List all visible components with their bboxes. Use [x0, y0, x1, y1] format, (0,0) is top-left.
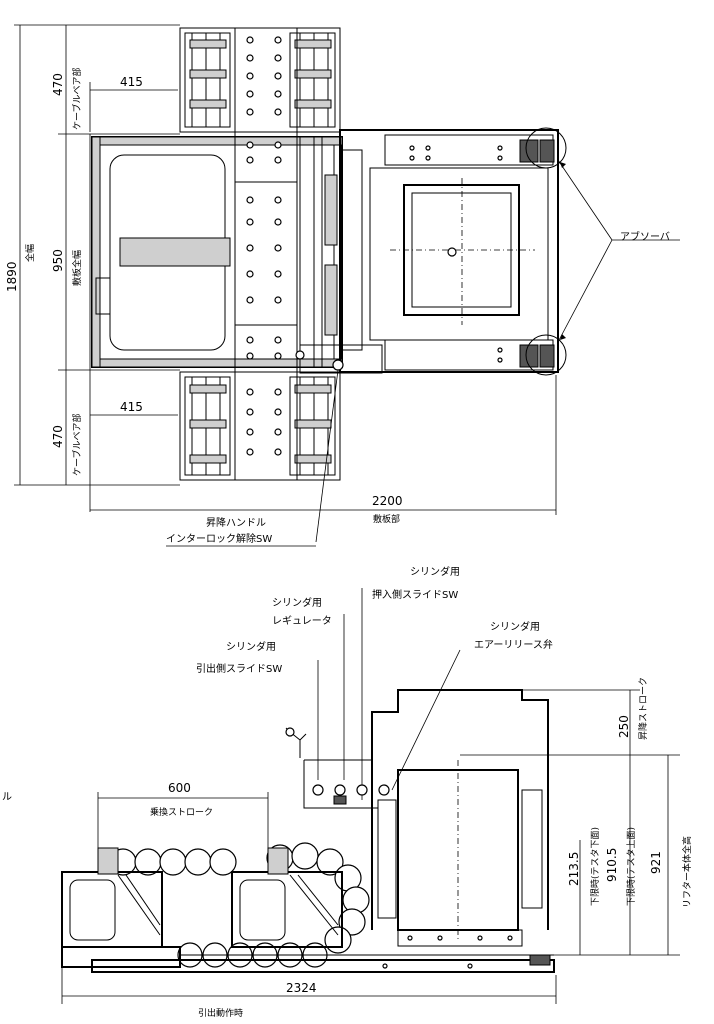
carriage-left [61, 847, 163, 948]
label-lift-stroke: 昇降ストローク [637, 677, 649, 740]
dim-213-5: 213.5 [567, 852, 581, 886]
dim-470-upper: 470 [51, 73, 65, 96]
bolt-holes [246, 36, 282, 456]
cylinder-leaders [317, 588, 461, 800]
dim-250: 250 [617, 715, 631, 738]
dim-2200-line [90, 375, 557, 515]
label-cyl-reg-1: シリンダ用 [272, 596, 322, 609]
label-move-stroke: 乗換ストローク [150, 806, 213, 818]
dim-921: 921 [649, 851, 663, 874]
side-view: シリンダ用 押入側スライドSW シリンダ用 レギュレータ シリンダ用 エアーリリ… [2, 565, 693, 1019]
label-cable-bear-lower: ケーブルベア部 [71, 414, 83, 476]
handle-leader [166, 369, 339, 547]
label-cyl-reg-2: レギュレータ [272, 615, 332, 627]
dim-600: 600 [168, 781, 191, 795]
label-cyl-push-2: 押入側スライドSW [372, 588, 458, 601]
label-cyl-pull-2: 引出側スライドSW [196, 662, 282, 675]
label-lower-limit-up: 下限時(テスタ上面) [626, 827, 637, 906]
dim-1890: 1890 [5, 261, 19, 292]
label-cable-bear-upper: ケーブルベア部 [71, 68, 83, 130]
label-total-width: 全幅 [24, 244, 36, 262]
rail-columns [299, 136, 363, 368]
dim-415-lower: 415 [120, 400, 143, 414]
label-interlock: インターロック解除SW [166, 532, 272, 545]
label-cyl-push-1: シリンダ用 [410, 565, 460, 578]
base-frame [91, 136, 343, 368]
label-cyl-air-1: シリンダ用 [490, 620, 540, 633]
dim-2324: 2324 [286, 981, 317, 995]
dim-415-lines [89, 82, 178, 416]
upper-cable-bear [179, 27, 341, 133]
dim-910-5: 910.5 [605, 848, 619, 882]
dim-415-upper: 415 [120, 75, 143, 89]
side-dimension-lines [61, 689, 680, 1004]
top-view: 470 ケーブルベア部 415 1890 全幅 950 敷板全幅 470 ケーブ… [5, 24, 680, 547]
carriage-right [231, 847, 343, 948]
label-base-width: 敷板全幅 [71, 250, 83, 286]
dim-950: 950 [51, 249, 65, 272]
lower-cable-bear [179, 371, 341, 481]
label-cyl-air-2: エアーリリース弁 [474, 638, 553, 651]
margin-mark: ル [2, 792, 12, 803]
lifter-body-top [295, 129, 559, 374]
label-absorber: アブソーバ [620, 230, 670, 243]
label-pull-out: 引出動作時 [198, 1007, 243, 1019]
absorber-callout [525, 127, 680, 376]
lifter-body-side [371, 689, 549, 947]
dim-470-lower: 470 [51, 425, 65, 448]
label-lifter-height: リフター本体全高 [681, 836, 693, 908]
label-cyl-pull-1: シリンダ用 [226, 640, 276, 653]
label-base-plate: 敷板部 [373, 513, 400, 525]
control-box [285, 727, 390, 809]
center-rail-plate [234, 27, 298, 481]
left-dimension-lines [14, 24, 180, 512]
label-lift-handle: 昇降ハンドル [206, 516, 266, 529]
dim-2200: 2200 [372, 494, 403, 508]
label-lower-limit-low: 下限時(テスタ下面) [590, 827, 601, 906]
